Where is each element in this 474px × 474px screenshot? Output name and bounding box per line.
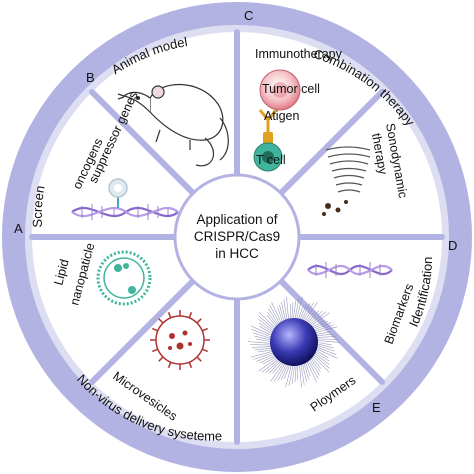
lipid-nanoparticle-illustration — [96, 250, 152, 306]
microvesicle-illustration — [150, 310, 210, 370]
screen-dna-illustration — [71, 178, 179, 220]
label-atigen: Atigen — [264, 109, 299, 123]
mouse-illustration — [117, 83, 229, 167]
center-disc — [173, 173, 301, 301]
immunotherapy-illustration — [253, 69, 301, 172]
label-immunotherapy: Immunotherapy — [255, 47, 343, 61]
letter-e: E — [372, 400, 381, 415]
ring-label-screen: Screen — [30, 184, 48, 227]
polymer-sphere-illustration — [247, 296, 341, 388]
center-title-line2: CRISPR/Cas9 — [194, 229, 280, 244]
section-spokes — [29, 29, 445, 445]
label-t-cell: T cell — [256, 153, 286, 167]
letter-d: D — [448, 238, 457, 253]
label-lipid: Lipid — [51, 258, 71, 287]
letter-a: A — [14, 221, 23, 236]
sonodynamic-illustration — [322, 146, 371, 216]
center-title-line1: Application of — [196, 212, 277, 227]
biomarker-dna-illustration — [307, 262, 393, 278]
letter-b: B — [86, 70, 95, 85]
letter-c: C — [244, 8, 253, 23]
center-title-line3: in HCC — [215, 246, 259, 261]
label-tumor-cell: Tumor cell — [262, 82, 320, 96]
